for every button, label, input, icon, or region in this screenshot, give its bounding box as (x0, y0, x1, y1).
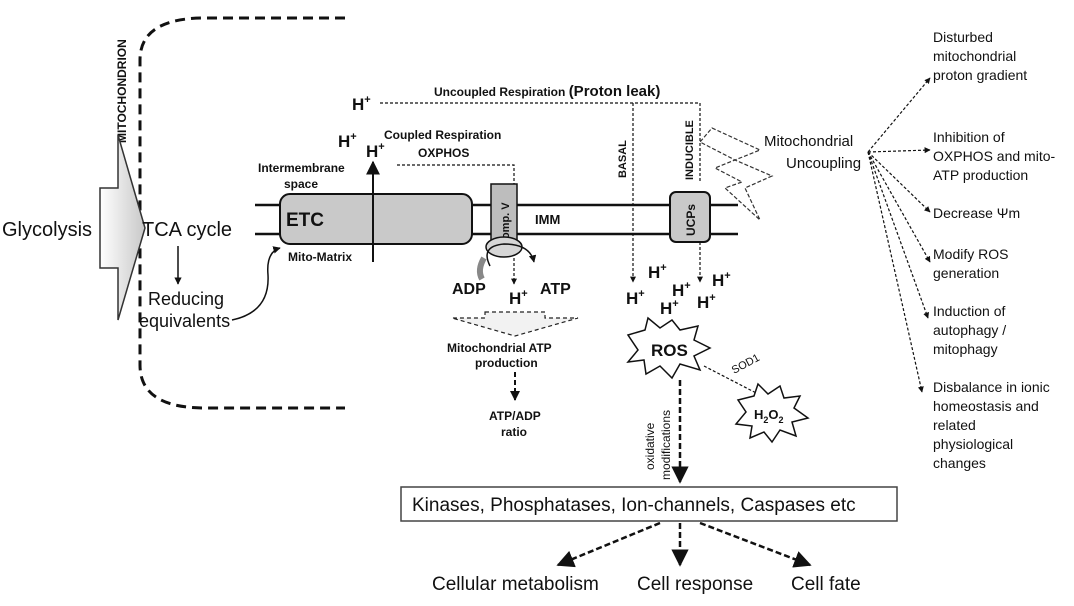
targets-box (400, 486, 898, 522)
effect-2: Inhibition of OXPHOS and mito- ATP produ… (933, 129, 1055, 183)
outcome-cell-response: Cell response (637, 574, 753, 595)
effect-4: Modify ROS generation (933, 246, 1008, 281)
atp-production-block-arrow (451, 311, 579, 337)
effect-6-line2: homeostasis and (933, 398, 1039, 414)
oxphos-label: OXPHOS (418, 146, 469, 160)
sod1-label: SOD1 (730, 352, 762, 377)
reducing-to-etc-arrow (231, 246, 281, 321)
etc-label: ETC (286, 210, 324, 231)
mitochondrion-label: MITOCHONDRION (115, 39, 129, 143)
reducing-equivalents-line2: equivalents (139, 311, 230, 331)
effect-5-line1: Induction of (933, 303, 1005, 319)
effects-fan (867, 77, 931, 393)
proton-matrix-1: H+ (648, 262, 667, 282)
ucps-label: UCPs (684, 204, 698, 236)
adp-label: ADP (452, 281, 486, 298)
ucps-complex (669, 191, 711, 243)
ros-to-h2o2-arrow (703, 365, 763, 397)
effect-2-line3: ATP production (933, 167, 1028, 183)
effect-3-line1: Decrease Ψm (933, 205, 1020, 221)
imm-label: IMM (535, 212, 560, 227)
intermembrane-space-line2: space (284, 177, 318, 191)
ros-burst (626, 316, 712, 380)
mito-matrix-label: Mito-Matrix (288, 250, 352, 264)
proton-etc-1: H+ (338, 131, 357, 151)
intermembrane-space-line1: Intermembrane (258, 161, 345, 175)
uncoupling-lightning-icon (699, 127, 774, 221)
mito-atp-production-line1: Mitochondrial ATP (447, 341, 552, 355)
atp-adp-ratio-line1: ATP/ADP (489, 409, 541, 423)
effect-2-line2: OXPHOS and mito- (933, 148, 1055, 164)
effect-5-line3: mitophagy (933, 341, 998, 357)
mito-uncoupling-line2: Uncoupling (786, 155, 861, 172)
adp-to-atp-arrow (486, 243, 537, 267)
effect-5: Induction of autophagy / mitophagy (933, 303, 1006, 357)
proton-matrix-2: H+ (626, 288, 645, 308)
effect-5-line2: autophagy / (933, 322, 1006, 338)
outcome-cell-fate: Cell fate (791, 574, 861, 595)
effect-1-line3: proton gradient (933, 67, 1027, 83)
ros-label: ROS (651, 341, 688, 360)
effect-1-line2: mitochondrial (933, 48, 1016, 64)
effect-1: Disturbed mitochondrial proton gradient (933, 29, 1027, 83)
comp-v-label: Comp. V (500, 202, 512, 247)
outcome-arrow-3 (699, 521, 812, 568)
effect-6-line5: changes (933, 455, 986, 471)
effect-2-line1: Inhibition of (933, 129, 1005, 145)
mitochondrion-outline (138, 16, 345, 410)
atp-adp-ratio-line2: ratio (501, 425, 527, 439)
effect-6-line4: physiological (933, 436, 1013, 452)
glycolysis-block-arrow (99, 134, 146, 321)
oxidative-modifications-line2: modifications (659, 410, 673, 480)
proton-etc-2: H+ (366, 141, 385, 161)
h2o2-label: H2O2 (754, 407, 784, 425)
proton-matrix-3: H+ (672, 280, 691, 300)
glycolysis-label: Glycolysis (2, 219, 92, 241)
atp-label: ATP (540, 281, 571, 298)
effect-4-line1: Modify ROS (933, 246, 1008, 262)
etc-complex (279, 193, 473, 245)
effect-3: Decrease Ψm (933, 205, 1020, 221)
mito-uncoupling-line1: Mitochondrial (764, 133, 853, 150)
proton-uncoupled-source: H+ (352, 94, 371, 114)
proton-matrix-6: H+ (697, 292, 716, 312)
outcome-cellular-metabolism: Cellular metabolism (432, 574, 599, 595)
tca-cycle-label: TCA cycle (142, 219, 232, 241)
uncoupled-path (380, 102, 701, 182)
reducing-equivalents-line1: Reducing (148, 289, 224, 309)
coupled-respiration-label: Coupled Respiration (384, 128, 501, 142)
proton-matrix-5: H+ (660, 298, 679, 318)
inducible-label: INDUCIBLE (684, 120, 696, 180)
effect-6-line1: Disbalance in ionic (933, 379, 1050, 395)
outcome-arrow-1 (556, 521, 661, 568)
effect-4-line2: generation (933, 265, 999, 281)
effect-6-line3: related (933, 417, 976, 433)
uncoupled-respiration-label: Uncoupled Respiration (Proton leak) (434, 83, 660, 100)
effect-1-line1: Disturbed (933, 29, 993, 45)
mito-atp-production-line2: production (475, 356, 538, 370)
effect-6: Disbalance in ionic homeostasis and rela… (933, 379, 1050, 471)
h2o2-burst (734, 382, 810, 444)
proton-complex-v: H+ (509, 288, 528, 308)
basal-label: BASAL (617, 140, 629, 178)
targets-label: Kinases, Phosphatases, Ion-channels, Cas… (412, 495, 856, 516)
oxidative-modifications-line1: oxidative (643, 422, 657, 470)
proton-matrix-4: H+ (712, 270, 731, 290)
